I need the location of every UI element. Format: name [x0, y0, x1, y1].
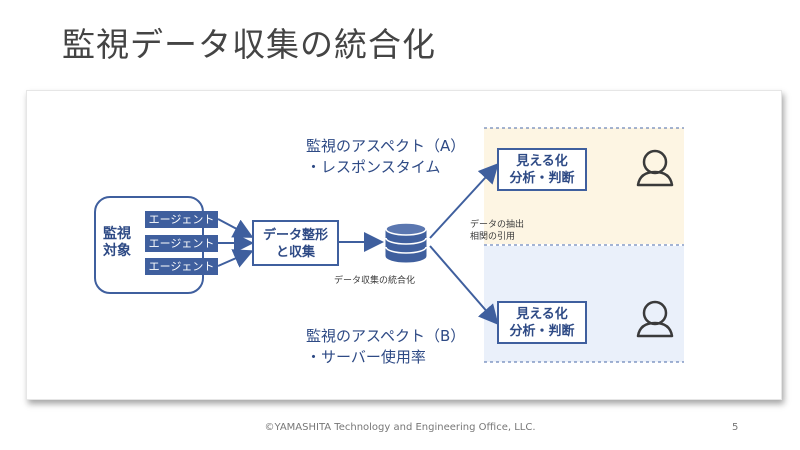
user-icon	[636, 149, 674, 187]
collect-line-2: と収集	[275, 245, 315, 260]
footer-copyright: ©YAMASHITA Technology and Engineering Of…	[264, 422, 536, 433]
page-number: 5	[732, 422, 739, 433]
view-box-a: 見える化 分析・判断	[497, 148, 587, 191]
agent-box: エージェント	[145, 211, 218, 228]
aspect-b-text: 監視のアスペクト（B） ・サーバー使用率	[306, 326, 465, 368]
integration-label: データ収集の統合化	[334, 276, 416, 286]
view-box-b: 見える化 分析・判断	[497, 301, 587, 344]
agent-box: エージェント	[145, 235, 218, 252]
target-label-line-1: 監視	[103, 226, 131, 242]
agent-box: エージェント	[145, 258, 218, 275]
database-icon	[385, 222, 427, 263]
view-b-line-2: 分析・判断	[509, 324, 575, 339]
view-a-line-2: 分析・判断	[509, 171, 575, 186]
extract-line-1: データの抽出	[470, 220, 525, 230]
arrow-db-to-view-b	[429, 245, 499, 326]
arrow-db-to-view-a	[429, 163, 499, 239]
target-label-line-2: 対象	[103, 243, 131, 259]
aspect-a-item: ・レスポンスタイム	[306, 158, 441, 176]
arrow-agent-3	[217, 249, 254, 268]
monitoring-target-label: 監視 対象	[100, 226, 134, 260]
view-b-line-1: 見える化	[516, 307, 568, 322]
aspect-a-text: 監視のアスペクト（A） ・レスポンスタイム	[306, 136, 465, 178]
extract-label: データの抽出 相関の引用	[470, 219, 524, 243]
arrow-agent-1	[217, 218, 254, 238]
slide-title: 監視データ収集の統合化	[62, 25, 436, 64]
aspect-b-title: 監視のアスペクト（B）	[306, 327, 466, 345]
aspect-a-title: 監視のアスペクト（A）	[306, 137, 466, 155]
extract-line-2: 相関の引用	[470, 232, 516, 242]
user-icon	[636, 300, 674, 338]
view-a-line-1: 見える化	[516, 154, 568, 169]
collect-box: データ整形 と収集	[252, 220, 339, 266]
collect-line-1: データ整形	[262, 228, 328, 243]
aspect-b-item: ・サーバー使用率	[306, 348, 426, 366]
